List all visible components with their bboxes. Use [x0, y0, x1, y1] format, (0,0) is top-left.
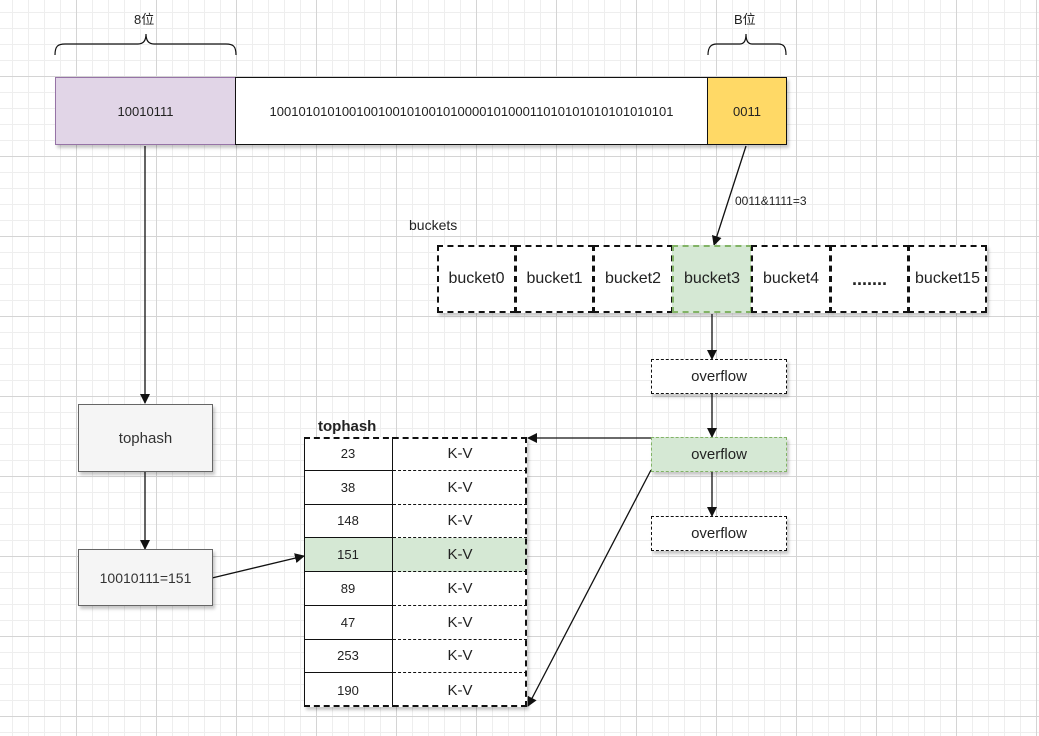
bucket-15: bucket15 [908, 245, 987, 313]
hash-low-bits: 0011 [707, 77, 787, 145]
kv-cell: K-V [393, 673, 527, 707]
bucket-0: bucket0 [437, 245, 516, 313]
arrow-value-to-table [211, 553, 305, 579]
kv-cell: K-V [393, 437, 527, 471]
kv-cell: K-V [393, 605, 527, 640]
arrow-overflow2-to-table-bottom [527, 469, 652, 707]
low-bits-brace [707, 33, 787, 56]
buckets-label: buckets [409, 217, 458, 233]
tophash-cell: 148 [304, 504, 393, 539]
tophash-cell: 253 [304, 639, 393, 674]
mask-label: 0011&1111=3 [735, 194, 807, 208]
tophash-cell: 89 [304, 572, 393, 606]
bucket-1: bucket1 [515, 245, 594, 313]
high-bits-label: 8位 [134, 12, 155, 27]
kv-cell: K-V [393, 639, 527, 674]
low-bits-label: B位 [734, 12, 756, 27]
overflow-3: overflow [651, 516, 787, 551]
kv-cell: K-V [393, 572, 527, 606]
bucket-ellipsis: ....... [830, 245, 909, 313]
tophash-cell: 190 [304, 673, 393, 707]
tophash-cell: 151 [304, 538, 393, 572]
bucket-4: bucket4 [751, 245, 831, 313]
overflow-1: overflow [651, 359, 787, 394]
tophash-cell: 47 [304, 605, 393, 640]
hash-high-bits: 10010111 [55, 77, 236, 145]
kv-cell: K-V [393, 538, 527, 572]
tophash-value: 10010111=151 [78, 549, 213, 606]
kv-cell: K-V [393, 470, 527, 505]
arrow-low-to-bucket3 [712, 145, 747, 246]
bucket-2: bucket2 [593, 245, 673, 313]
hash-middle-bits: 1001010101001001001010010100001010001101… [235, 77, 708, 145]
tophash-cell: 38 [304, 470, 393, 505]
high-bits-brace [54, 33, 237, 56]
bucket-3: bucket3 [672, 245, 752, 313]
table-header: tophash [318, 418, 377, 435]
kv-cell: K-V [393, 504, 527, 539]
overflow-2: overflow [651, 437, 787, 472]
tophash-cell: 23 [304, 437, 393, 471]
tophash-box: tophash [78, 404, 213, 472]
